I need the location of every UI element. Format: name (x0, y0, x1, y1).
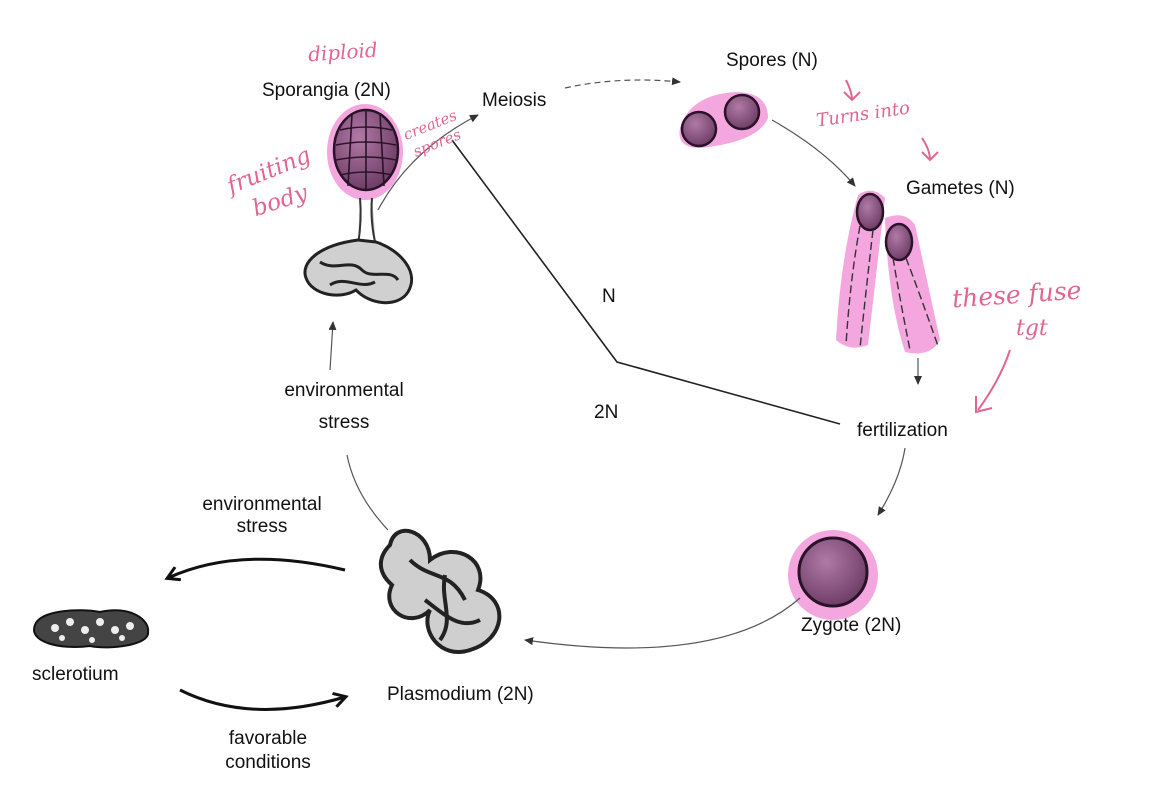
favorable-label-line2: conditions (225, 752, 311, 773)
to-plasmodium-arrow (179, 688, 345, 711)
fuse-note-line2: tgt (1016, 316, 1048, 341)
sporangium-drawing (303, 108, 414, 305)
plasmodium-drawing (378, 528, 502, 654)
fertilization-label: fertilization (857, 420, 948, 441)
annotation-arrows (843, 79, 1011, 414)
gametes-label: Gametes (N) (906, 178, 1015, 199)
sclerotium-label: sclerotium (32, 664, 119, 685)
zygote-drawing (797, 536, 869, 608)
stress-up-label-line2: stress (318, 412, 370, 433)
favorable-label-line1: favorable (228, 728, 308, 749)
stress-left-label-line1: environmental (202, 494, 322, 515)
sclerotium-drawing (33, 609, 150, 649)
cycle-arrows (328, 77, 922, 649)
ploidy-divider (451, 139, 841, 425)
gametes-drawing (845, 192, 939, 351)
meiosis-label: Meiosis (482, 90, 547, 111)
haploid-region-label: N (602, 286, 616, 307)
stress-left-label-line2: stress (236, 516, 288, 537)
spores-label: Spores (N) (726, 50, 818, 71)
stress-up-label-line1: environmental (284, 380, 404, 401)
to-sclerotium-arrow (168, 557, 346, 578)
zygote-label: Zygote (2N) (801, 615, 902, 636)
diploid-note: diploid (307, 37, 379, 67)
sporangia-label: Sporangia (2N) (262, 80, 391, 101)
plasmodium-label: Plasmodium (2N) (387, 684, 534, 705)
spores-drawing (680, 93, 761, 148)
diploid-region-label: 2N (594, 402, 619, 423)
